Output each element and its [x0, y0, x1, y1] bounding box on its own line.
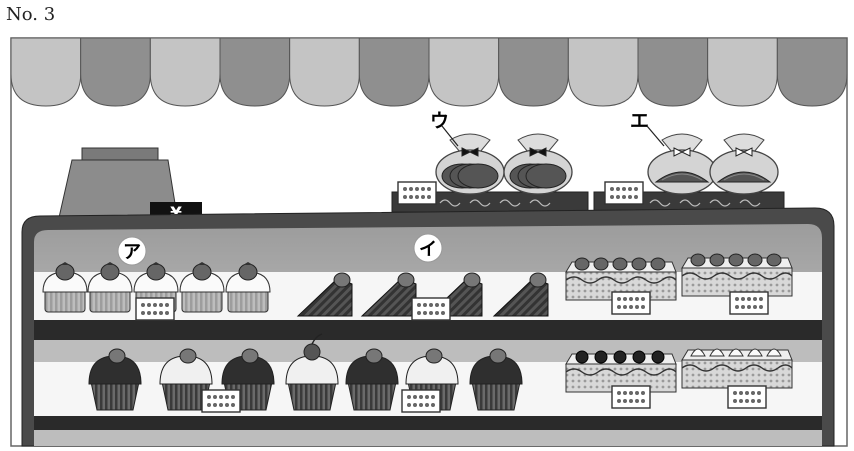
awning-scallop — [707, 37, 778, 107]
cookie-bag-icon — [647, 133, 717, 195]
cupcake-icon — [42, 262, 88, 313]
price-tag-icon — [397, 181, 437, 205]
cookie-bag-icon — [435, 133, 505, 195]
price-tag-icon — [611, 291, 651, 315]
label-i: イ — [419, 239, 437, 260]
cupcake-icon — [225, 262, 271, 313]
shelf-edge-2 — [34, 416, 822, 430]
price-tag-icon — [135, 297, 175, 321]
awning-scallop — [10, 37, 82, 107]
cookie-bags-u — [397, 133, 573, 205]
price-tag-icon — [604, 181, 644, 205]
price-tag-icon — [401, 389, 441, 413]
awning-scallop — [567, 37, 639, 107]
cash-register-icon: ¥ — [57, 147, 202, 224]
awning-scallop — [80, 37, 151, 107]
awning-scallop — [637, 37, 709, 107]
cookie-bags-e — [604, 133, 779, 205]
awning-scallop — [498, 37, 569, 107]
tray-cake-icon — [565, 350, 677, 393]
price-tag-icon — [729, 291, 769, 315]
tray-cake-icon — [565, 257, 677, 301]
awning-scallop — [428, 37, 500, 107]
cupcake-icon — [179, 262, 225, 313]
cupcake-icon — [87, 262, 133, 313]
awning-scallop — [776, 37, 848, 107]
cookie-bag-icon — [709, 133, 779, 195]
label-e: エ — [630, 110, 649, 132]
page-number: No. 3 — [6, 4, 56, 25]
cupcake-icon — [345, 348, 399, 411]
label-u: ウ — [430, 110, 449, 132]
price-tag-icon — [611, 385, 651, 409]
cupcake-icon — [88, 348, 142, 411]
awning-scallop — [289, 37, 360, 107]
awning-scallop — [149, 37, 221, 107]
shelf-edge-1 — [34, 320, 822, 340]
price-tag-icon — [727, 385, 767, 409]
cake-slice-icon — [492, 272, 549, 317]
price-tag-icon — [201, 389, 241, 413]
cupcake-icon — [469, 348, 523, 411]
awning — [10, 37, 848, 107]
cupcake-icon — [285, 333, 339, 411]
cake-slice-icon — [296, 272, 353, 317]
tray-cake-icon — [681, 348, 793, 389]
cookie-bag-icon — [503, 133, 573, 195]
awning-scallop — [219, 37, 291, 107]
label-a-badge: ア — [117, 236, 147, 266]
showcase-items — [42, 253, 793, 413]
price-tag-icon — [411, 297, 451, 321]
tray-cake-icon — [681, 253, 793, 297]
cake-slice-icon — [360, 272, 417, 317]
label-a: ア — [123, 242, 141, 263]
label-i-badge: イ — [413, 233, 443, 263]
awning-scallop — [358, 37, 430, 107]
